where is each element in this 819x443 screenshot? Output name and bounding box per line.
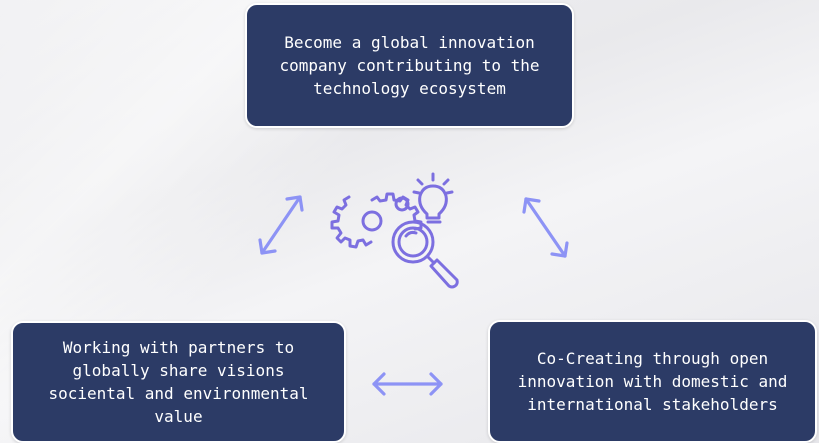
goal-text-global-innovation: Become a global innovation company contr… xyxy=(279,33,540,98)
goal-box-partners: Working with partners to globally share … xyxy=(11,321,346,443)
goal-text-co-creating: Co-Creating through open innovation with… xyxy=(517,349,788,414)
gear-icon xyxy=(330,192,423,249)
lightbulb-icon xyxy=(412,172,454,224)
goal-box-global-innovation: Become a global innovation company contr… xyxy=(245,3,574,128)
small-gear-icon xyxy=(394,196,410,212)
goal-text-partners: Working with partners to globally share … xyxy=(48,338,309,426)
goal-box-co-creating: Co-Creating through open innovation with… xyxy=(488,320,817,443)
magnifier-icon xyxy=(391,220,459,289)
double-arrow-diagonal-icon xyxy=(258,195,304,255)
double-arrow-diagonal-icon xyxy=(522,197,569,258)
innovation-gears-magnifier-bulb-icon xyxy=(330,172,459,289)
double-arrow-horizontal-icon xyxy=(372,372,443,396)
